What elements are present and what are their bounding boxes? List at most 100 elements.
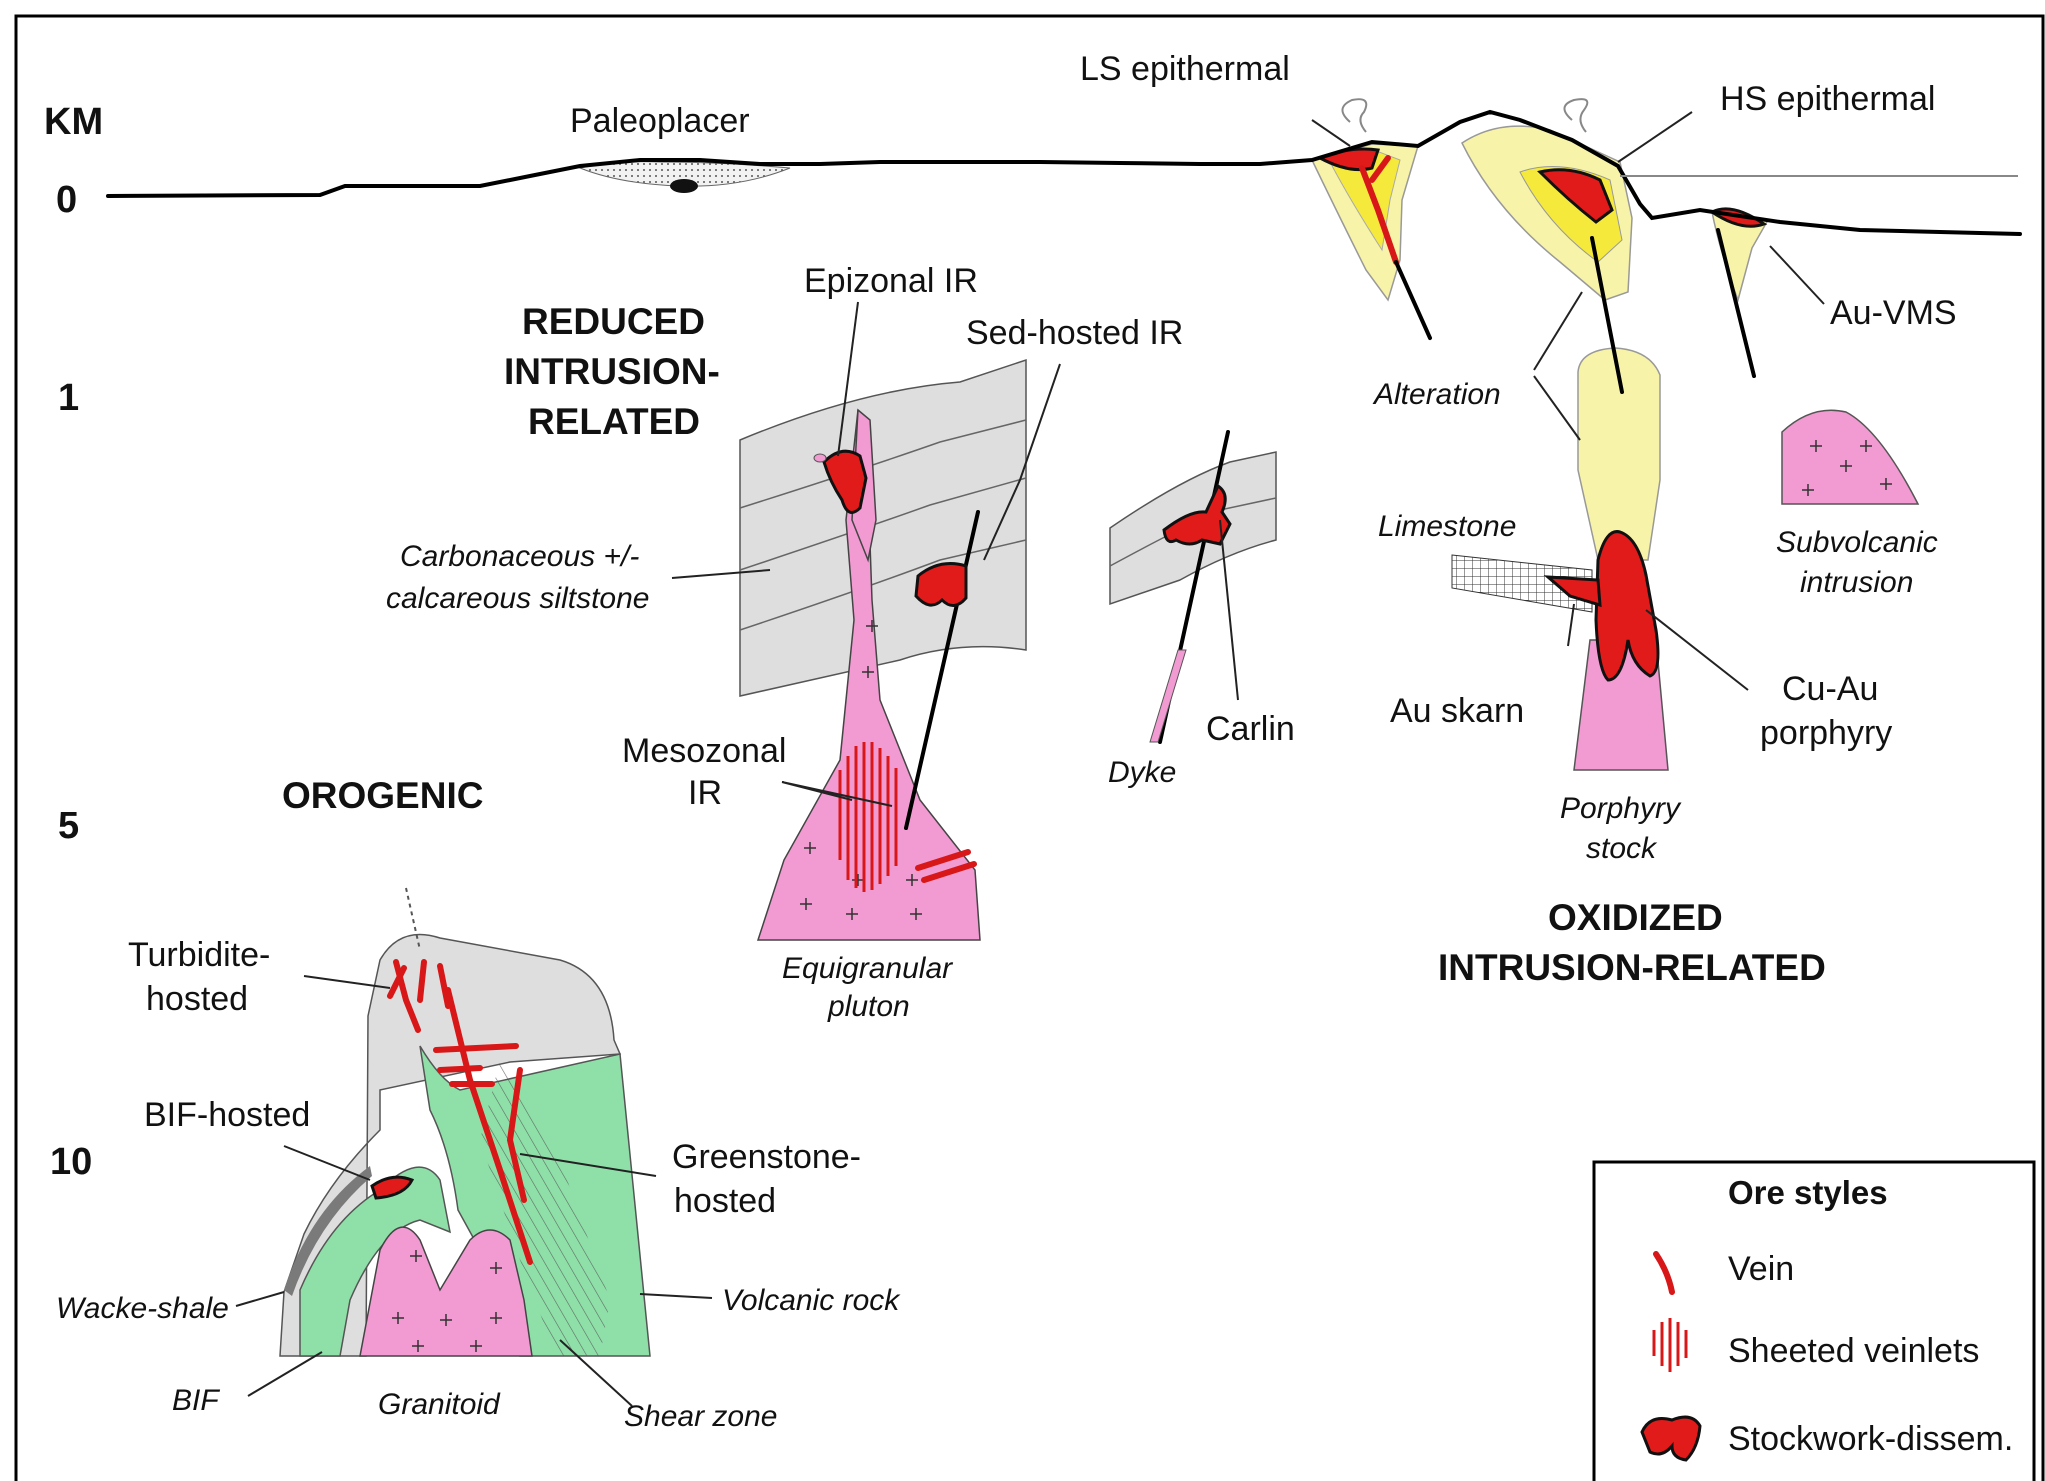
label-au-skarn: Au skarn bbox=[1390, 692, 1524, 730]
label-carlin: Carlin bbox=[1206, 710, 1295, 748]
legend-item-stockwork-dissem: Stockwork-dissem. bbox=[1728, 1420, 2013, 1458]
epizonal-ir-tip bbox=[813, 453, 827, 463]
mesozonal-splay-veins bbox=[915, 849, 977, 883]
bif-layer bbox=[284, 1166, 372, 1296]
reduced-system bbox=[739, 358, 1027, 941]
label-dyke: Dyke bbox=[1108, 756, 1176, 789]
hs-feeder-vein bbox=[1590, 236, 1624, 394]
label-cu-au-porphyry-line-2: porphyry bbox=[1760, 714, 1892, 752]
label-siltstone-line-1: Carbonaceous +/- bbox=[400, 540, 639, 573]
label-granitoid: Granitoid bbox=[378, 1388, 501, 1421]
carlin-system bbox=[1109, 430, 1277, 744]
figure-border bbox=[14, 14, 2045, 1481]
greenstone-vein-2 bbox=[506, 1067, 527, 1203]
pluton-crosses bbox=[800, 620, 922, 920]
label-greenstone-hosted-line-2: hosted bbox=[674, 1182, 776, 1220]
granitoid bbox=[359, 1226, 533, 1357]
label-turbidite-hosted-line-2: hosted bbox=[146, 980, 248, 1018]
label-ls-epithermal: LS epithermal bbox=[1080, 50, 1290, 88]
hot-spring-icon-2 bbox=[1563, 98, 1589, 133]
deposit-labels: Paleoplacer LS epithermal HS epithermal … bbox=[128, 50, 1957, 1220]
legend-sheeted-veinlets-icon bbox=[1652, 1318, 1688, 1372]
legend-title: Ore styles bbox=[1728, 1174, 1888, 1211]
reduced-heading-line-1: REDUCED bbox=[522, 301, 705, 342]
alteration-column bbox=[1577, 347, 1661, 561]
legend-item-sheeted-veinlets: Sheeted veinlets bbox=[1728, 1332, 1979, 1370]
siltstone-strata bbox=[739, 358, 1027, 697]
epizonal-ir-ore bbox=[822, 449, 868, 514]
mesozonal-sheeted-veinlets bbox=[838, 742, 898, 892]
reduced-heading-line-2: INTRUSION- bbox=[504, 351, 720, 392]
dyke bbox=[1149, 649, 1187, 743]
turbidite-hosted-vein bbox=[387, 959, 451, 1033]
ls-vein bbox=[1359, 165, 1399, 265]
orogenic-dashed-line bbox=[405, 887, 421, 951]
cu-au-porphyry-ore bbox=[1594, 530, 1660, 682]
label-porphyry-stock-line-1: Porphyry bbox=[1560, 792, 1682, 825]
hs-epithermal-ore bbox=[1537, 168, 1614, 224]
label-siltstone-line-2: calcareous siltstone bbox=[386, 582, 649, 615]
label-paleoplacer: Paleoplacer bbox=[570, 102, 750, 140]
sed-hosted-ir-ore bbox=[914, 562, 968, 607]
legend: Ore styles Vein Sheeted veinlets Stockwo… bbox=[1592, 1160, 2036, 1481]
orogenic-heading: OROGENIC bbox=[282, 775, 483, 816]
depth-tick-1: 1 bbox=[58, 377, 79, 419]
rock-labels: Alteration Limestone Subvolcanic intrusi… bbox=[56, 378, 1938, 1433]
paleoplacer-ore bbox=[670, 179, 698, 193]
label-subvolcanic-line-2: intrusion bbox=[1800, 566, 1913, 599]
label-bif: BIF bbox=[172, 1384, 220, 1417]
legend-stockwork-icon bbox=[1640, 1415, 1702, 1462]
ls-vein-2 bbox=[1369, 155, 1391, 183]
label-bif-hosted: BIF-hosted bbox=[144, 1096, 310, 1134]
label-greenstone-hosted-line-1: Greenstone- bbox=[672, 1138, 861, 1176]
subvolcanic-crosses bbox=[1802, 440, 1892, 496]
subvolcanic-intrusion bbox=[1781, 409, 1920, 505]
label-turbidite-hosted-line-1: Turbidite- bbox=[128, 936, 270, 974]
reduced-heading-line-3: RELATED bbox=[528, 401, 700, 442]
depth-tick-10: 10 bbox=[50, 1141, 92, 1183]
greenstone-vein-main bbox=[445, 987, 533, 1265]
turbidite-flat-veins bbox=[433, 1043, 519, 1087]
label-subvolcanic-line-1: Subvolcanic bbox=[1776, 526, 1938, 559]
equigranular-pluton bbox=[756, 409, 981, 941]
label-shear-zone: Shear zone bbox=[624, 1400, 777, 1433]
ground-surface-line bbox=[106, 109, 2022, 236]
label-volcanic-rock: Volcanic rock bbox=[722, 1284, 901, 1317]
label-au-vms: Au-VMS bbox=[1830, 294, 1957, 332]
label-pluton-line-2: pluton bbox=[827, 990, 910, 1023]
label-hs-epithermal: HS epithermal bbox=[1720, 80, 1935, 118]
label-cu-au-porphyry-line-1: Cu-Au bbox=[1782, 670, 1878, 708]
granitoid-crosses bbox=[392, 1250, 502, 1352]
label-epizonal-ir: Epizonal IR bbox=[804, 262, 978, 300]
hot-spring-icon bbox=[1341, 98, 1368, 133]
greenstone-left-wing bbox=[299, 1166, 451, 1357]
depth-axis: KM 0 1 5 10 bbox=[44, 101, 103, 1183]
ls-feeder-vein bbox=[1394, 260, 1432, 340]
label-wacke-shale: Wacke-shale bbox=[56, 1292, 229, 1325]
orogenic-veins bbox=[387, 959, 533, 1265]
label-sed-hosted-ir: Sed-hosted IR bbox=[966, 314, 1183, 352]
oxidized-heading-line-2: INTRUSION-RELATED bbox=[1438, 947, 1826, 988]
limestone-bed bbox=[1451, 554, 1593, 613]
label-mesozonal-ir-line-2: IR bbox=[688, 774, 722, 812]
oxidized-system bbox=[1310, 98, 1920, 771]
headings: REDUCED INTRUSION- RELATED OROGENIC OXID… bbox=[282, 301, 1826, 988]
legend-vein-icon bbox=[1653, 1251, 1675, 1295]
au-skarn-ore bbox=[1543, 575, 1602, 608]
orogenic-system bbox=[279, 887, 651, 1357]
land-surface bbox=[106, 109, 2022, 236]
legend-item-vein: Vein bbox=[1728, 1250, 1794, 1288]
label-pluton-line-1: Equigranular bbox=[782, 952, 953, 985]
label-alteration: Alteration bbox=[1372, 378, 1501, 411]
au-vms-feeder-vein bbox=[1716, 228, 1756, 378]
depth-tick-5: 5 bbox=[58, 805, 79, 847]
depth-tick-0: 0 bbox=[56, 179, 77, 221]
label-limestone: Limestone bbox=[1378, 510, 1516, 543]
bif-hosted-ore bbox=[370, 1175, 415, 1200]
oxidized-heading-line-1: OXIDIZED bbox=[1548, 897, 1723, 938]
label-mesozonal-ir-line-1: Mesozonal bbox=[622, 732, 786, 770]
carlin-ore bbox=[1162, 483, 1232, 546]
label-porphyry-stock-line-2: stock bbox=[1586, 832, 1658, 865]
leader-lines bbox=[235, 111, 1825, 1407]
